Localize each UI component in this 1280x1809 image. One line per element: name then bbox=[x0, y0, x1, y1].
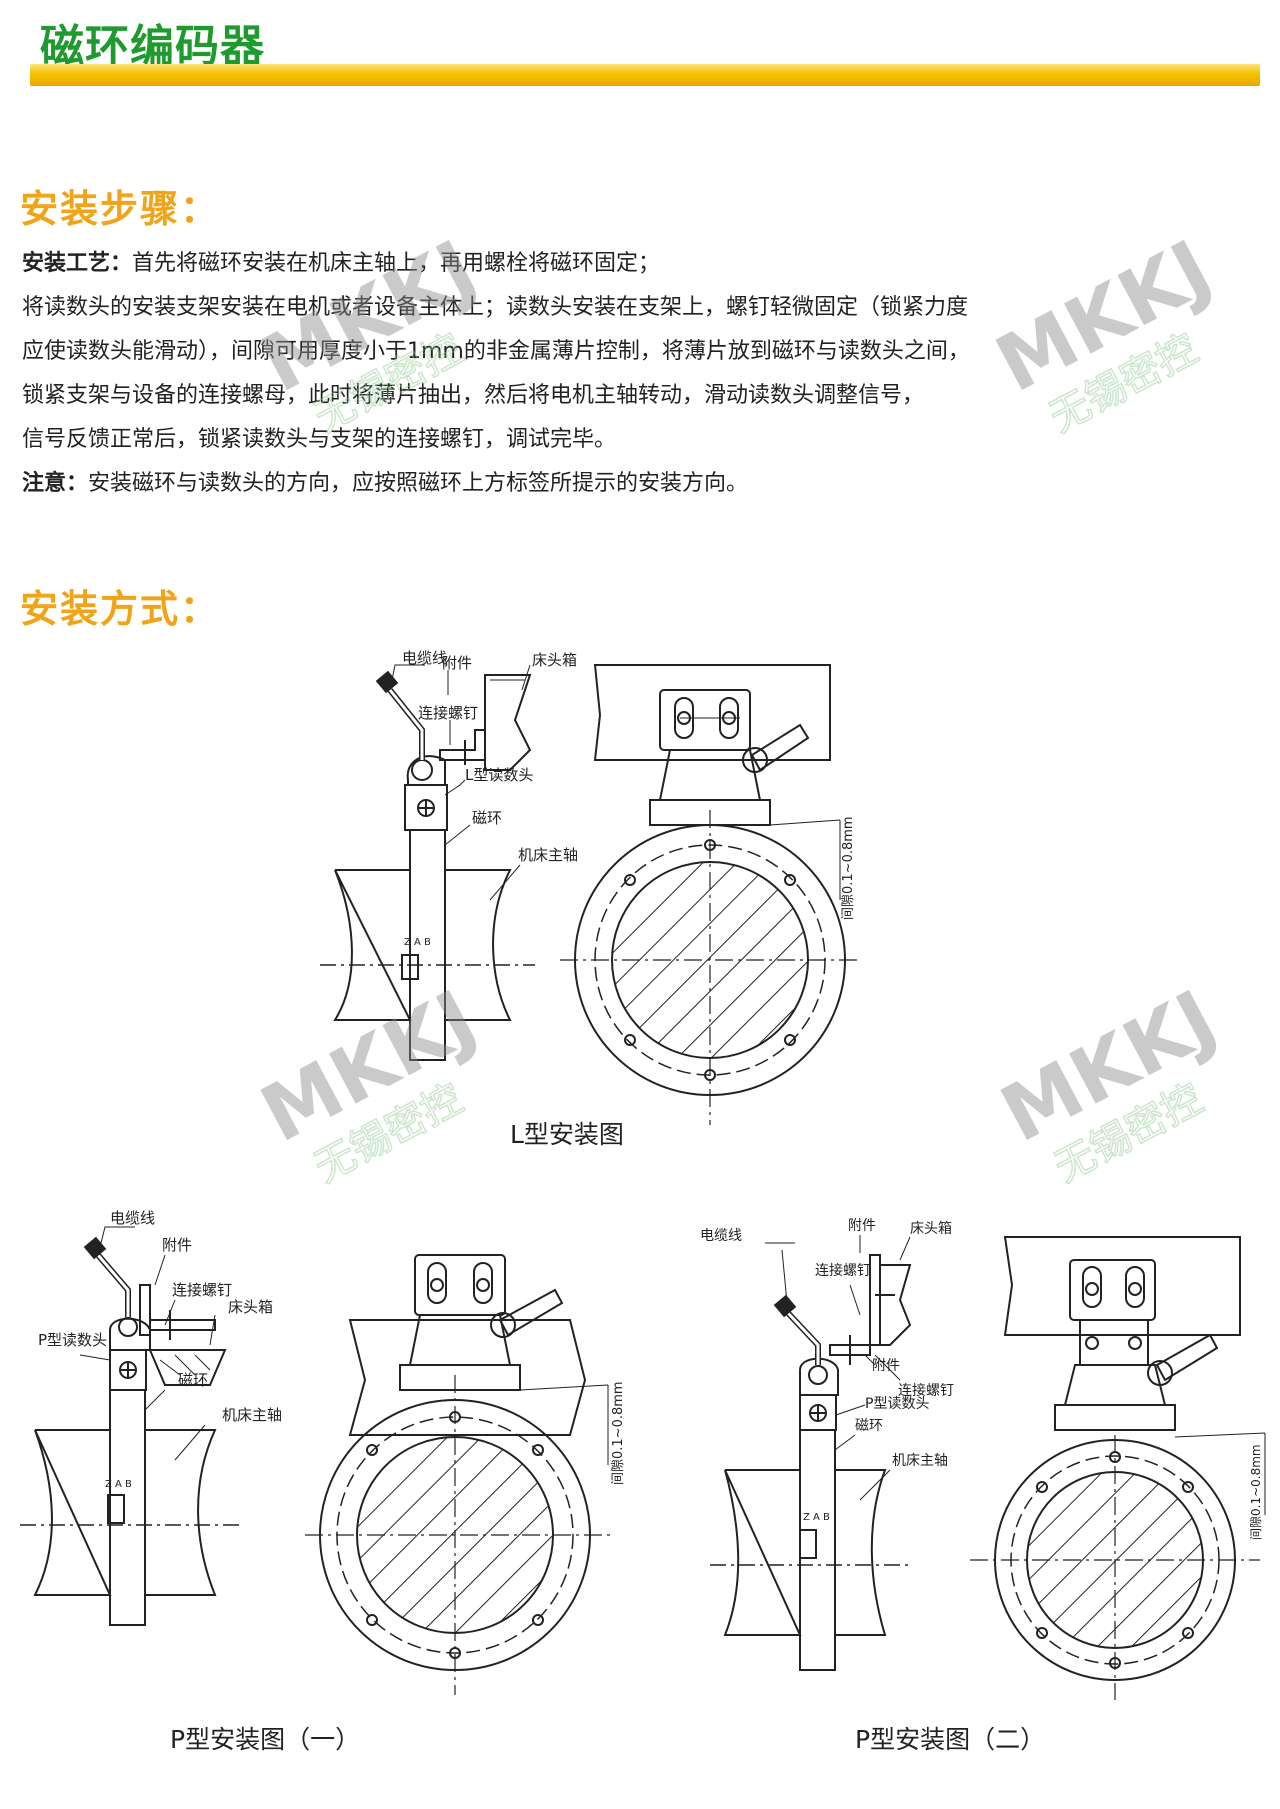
label-ring: 磁环 bbox=[178, 1371, 208, 1389]
steps-text: 信号反馈正常后，锁紧读数头与支架的连接螺钉，调试完毕。 bbox=[22, 427, 617, 452]
bracket bbox=[149, 1319, 216, 1331]
tag-block bbox=[401, 954, 419, 980]
front-reader-base bbox=[1054, 1404, 1176, 1431]
label-gap: 间隙0.1~0.8mm bbox=[611, 1381, 626, 1485]
label-cable: 电缆线 bbox=[402, 649, 447, 667]
steps-line-5: 信号反馈正常后，锁紧读数头与支架的连接螺钉，调试完毕。 bbox=[22, 418, 1252, 462]
label-reader: P型读数头 bbox=[865, 1395, 929, 1412]
label-spindle: 机床主轴 bbox=[518, 846, 578, 864]
front-reader bbox=[408, 1314, 512, 1366]
title-underline-bar bbox=[30, 64, 1260, 86]
label-reader: L型读数头 bbox=[465, 766, 533, 784]
front-cable bbox=[750, 723, 810, 772]
steps-line-4: 锁紧支架与设备的连接螺母，此时将薄片抽出，然后将电机主轴转动，滑动读数头调整信号… bbox=[22, 374, 1252, 418]
page-title: 磁环编码器 bbox=[40, 21, 265, 72]
tag-label: Z A B bbox=[105, 1479, 132, 1490]
label-cable: 电缆线 bbox=[700, 1228, 742, 1244]
spindle-shape bbox=[333, 869, 512, 1021]
ring-section bbox=[109, 1389, 146, 1626]
front-cable bbox=[498, 1288, 564, 1337]
reader-top bbox=[406, 755, 446, 786]
accessory-plate bbox=[869, 1254, 881, 1346]
l-type-installation-diagram: Z A B 电缆线 附件 床头箱 连接螺钉 L型读数头 磁环 机床主轴 间隙0.… bbox=[320, 649, 860, 1125]
headstock bbox=[148, 1349, 227, 1386]
label-screw: 连接螺钉 bbox=[172, 1281, 232, 1299]
cable-end bbox=[773, 1294, 797, 1318]
label-headstock: 床头箱 bbox=[532, 651, 577, 669]
label-ring: 磁环 bbox=[472, 809, 502, 827]
reader-knob bbox=[411, 759, 433, 781]
caption-p-type-2: P型安装图（二） bbox=[855, 1725, 1046, 1754]
front-headstock bbox=[1003, 1236, 1241, 1336]
spindle-shape bbox=[33, 1429, 217, 1596]
label-spindle: 机床主轴 bbox=[222, 1406, 282, 1424]
label-headstock: 床头箱 bbox=[228, 1298, 273, 1316]
spindle-shape bbox=[723, 1469, 887, 1636]
front-reader bbox=[1063, 1364, 1167, 1406]
steps-label: 安装工艺： bbox=[22, 251, 133, 276]
front-bracket bbox=[659, 689, 751, 751]
steps-text: 首先将磁环安装在机床主轴上，再用螺栓将磁环固定； bbox=[132, 251, 661, 276]
tag-label: Z A B bbox=[803, 1512, 830, 1523]
front-headstock bbox=[348, 1319, 587, 1436]
ring-section bbox=[799, 1429, 836, 1671]
label-screw: 连接螺钉 bbox=[815, 1262, 871, 1279]
bracket bbox=[439, 729, 486, 761]
label-gap: 间隙0.1~0.8mm bbox=[1249, 1444, 1263, 1540]
steps-line-3: 应使读数头能滑动），间隙可用厚度小于1mm的非金属薄片控制，将薄片放到磁环与读数… bbox=[22, 330, 1252, 374]
front-cable bbox=[1155, 1333, 1219, 1382]
label-screw-2: 连接螺钉 bbox=[898, 1382, 954, 1399]
label-cable: 电缆线 bbox=[110, 1209, 155, 1227]
cable-end bbox=[375, 670, 399, 694]
steps-line-1: 安装工艺：首先将磁环安装在机床主轴上，再用螺栓将磁环固定； bbox=[22, 242, 1252, 286]
label-gap: 间隙0.1~0.8mm bbox=[841, 816, 856, 920]
front-headstock bbox=[593, 664, 831, 761]
bracket bbox=[829, 1344, 871, 1356]
label-accessory: 附件 bbox=[162, 1236, 192, 1254]
watermark-logo: MKKJ 无锡密控 bbox=[247, 985, 490, 1185]
label-accessory: 附件 bbox=[442, 654, 472, 672]
p-type-2-installation-diagram: Z A B 电缆线 附件 床头箱 连接螺钉 附件 连接螺钉 P型读数头 磁环 机… bbox=[700, 1218, 1266, 1700]
label-headstock: 床头箱 bbox=[910, 1221, 952, 1237]
front-reader bbox=[658, 749, 762, 801]
caption-p-type-1: P型安装图（一） bbox=[170, 1725, 361, 1754]
p-type-1-installation-diagram: Z A B 电缆线 附件 连接螺钉 床头箱 P型读数头 磁环 机床主轴 间隙0.… bbox=[20, 1209, 626, 1695]
section-heading-steps: 安装步骤： bbox=[20, 187, 221, 231]
steps-text: 将读数头的安装支架安装在电机或者设备主体上；读数头安装在支架上，螺钉轻微固定（锁… bbox=[22, 295, 969, 320]
section-heading-methods: 安装方式： bbox=[20, 587, 221, 631]
label-reader: P型读数头 bbox=[38, 1331, 107, 1349]
headstock bbox=[879, 1264, 912, 1346]
headstock bbox=[484, 674, 532, 771]
note-label: 注意： bbox=[22, 471, 89, 496]
watermark-logo: MKKJ 无锡密控 bbox=[987, 985, 1230, 1185]
note-text: 安装磁环与读数头的方向，应按照磁环上方标签所提示的安装方向。 bbox=[88, 471, 749, 496]
steps-line-6: 注意：安装磁环与读数头的方向，应按照磁环上方标签所提示的安装方向。 bbox=[22, 462, 1252, 506]
tag-block bbox=[799, 1529, 817, 1559]
caption-l-type: L型安装图 bbox=[510, 1120, 624, 1149]
accessory-plate bbox=[139, 1284, 151, 1336]
front-clamp bbox=[1079, 1319, 1149, 1366]
watermark-logo: MKKJ 无锡密控 bbox=[982, 235, 1225, 435]
label-screw: 连接螺钉 bbox=[418, 704, 478, 722]
steps-text: 应使读数头能滑动），间隙可用厚度小于1mm的非金属薄片控制，将薄片放到磁环与读数… bbox=[22, 339, 970, 364]
tag-label: Z A B bbox=[404, 937, 431, 948]
steps-text: 锁紧支架与设备的连接螺母，此时将薄片抽出，然后将电机主轴转动，滑动读数头调整信号… bbox=[22, 383, 925, 408]
label-spindle: 机床主轴 bbox=[892, 1453, 948, 1469]
label-accessory-2: 附件 bbox=[872, 1358, 900, 1374]
front-reader-base bbox=[399, 1364, 521, 1391]
steps-body: 安装工艺：首先将磁环安装在机床主轴上，再用螺栓将磁环固定； 将读数头的安装支架安… bbox=[22, 242, 1252, 506]
steps-line-2: 将读数头的安装支架安装在电机或者设备主体上；读数头安装在支架上，螺钉轻微固定（锁… bbox=[22, 286, 1252, 330]
watermark-logo: MKKJ 无锡密控 bbox=[247, 235, 490, 435]
label-accessory: 附件 bbox=[848, 1218, 876, 1234]
label-ring: 磁环 bbox=[855, 1418, 883, 1434]
tag-block bbox=[107, 1494, 125, 1524]
